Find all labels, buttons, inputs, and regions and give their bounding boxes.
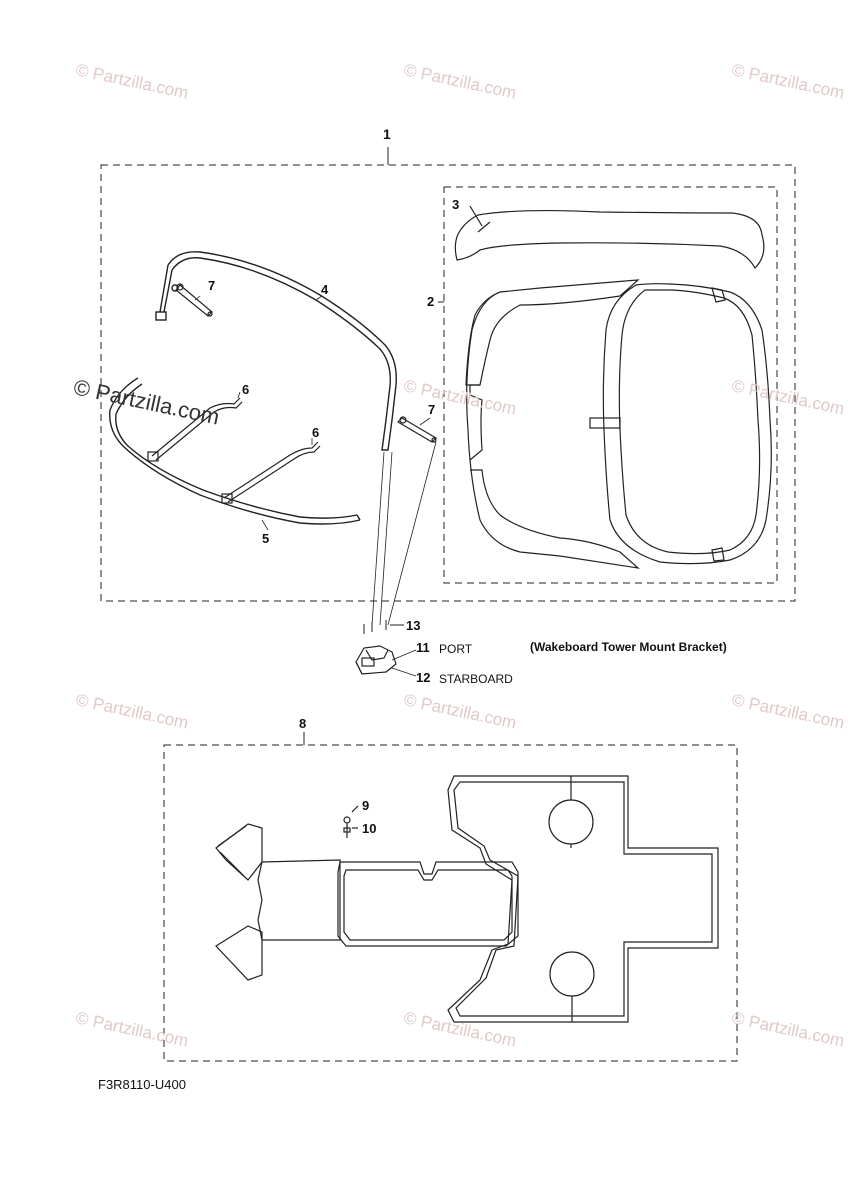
bracket-caption: (Wakeboard Tower Mount Bracket): [530, 640, 727, 654]
part-6-stay-lower: [221, 441, 321, 504]
drawing-code: F3R8110-U400: [98, 1077, 186, 1092]
part-6-stay-upper: [147, 397, 243, 462]
assembly-8-frame: [163, 744, 738, 1062]
callout-6a: 6: [242, 382, 250, 397]
assembly-1-frame: [100, 164, 796, 602]
starboard-label: STARBOARD: [439, 672, 513, 686]
callout-13: 13: [406, 618, 421, 633]
callout-4: 4: [321, 282, 329, 297]
part-7-bracket-right: [397, 416, 437, 443]
callout-3: 3: [452, 197, 460, 212]
part-3-pad: [454, 205, 765, 269]
assembly-2-frame: [443, 186, 778, 584]
part-5-lower-tube: [109, 377, 361, 525]
callout-9: 9: [362, 798, 370, 813]
callout-1: 1: [383, 126, 391, 142]
callout-8: 8: [299, 716, 307, 731]
callout-7b: 7: [428, 402, 436, 417]
screw-13: [363, 620, 404, 634]
callout-5: 5: [262, 531, 270, 546]
part-7-bracket-left: [175, 283, 213, 317]
callout-6b: 6: [312, 425, 320, 440]
mount-bracket: [355, 645, 397, 675]
part-4-upper-tube: [155, 251, 397, 451]
callout-7a: 7: [208, 278, 216, 293]
bracket-leader-lines: [371, 441, 437, 626]
callout-12: 12: [416, 670, 431, 685]
part-8-mats: [215, 775, 719, 1023]
port-label: PORT: [439, 642, 473, 656]
part-2-seat-cover: [465, 279, 772, 569]
callout-11: 11: [416, 640, 430, 655]
callout-10: 10: [362, 821, 377, 836]
callout-2: 2: [427, 294, 435, 309]
